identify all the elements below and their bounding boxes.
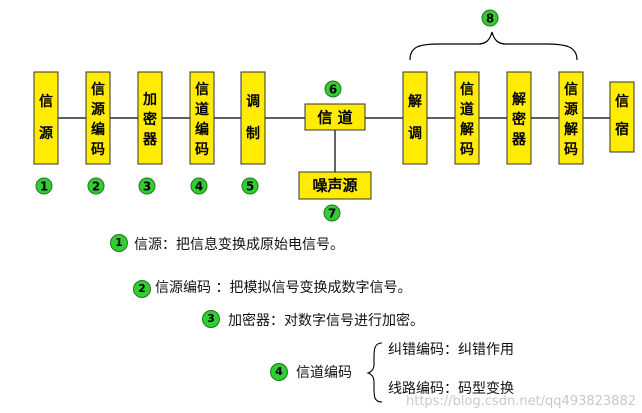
- svg-text:4: 4: [195, 180, 203, 194]
- block-char: 解: [460, 121, 474, 138]
- marker-5: 5: [241, 177, 259, 195]
- description-channel-coding: 信道编码: [296, 365, 352, 381]
- description-line-coding: 线路编码：码型变换: [388, 381, 514, 397]
- block-label: 信 道: [317, 109, 352, 127]
- source-block: 信 源: [33, 71, 59, 165]
- marker-3: 3: [138, 177, 156, 195]
- block-char: 器: [511, 132, 527, 148]
- block-char: 源: [39, 125, 53, 142]
- marker-4: 4: [190, 177, 208, 195]
- svg-text:3: 3: [143, 180, 151, 194]
- block-char: 信: [39, 93, 53, 110]
- block-char: 制: [246, 125, 260, 142]
- block-char: 宿: [615, 121, 629, 138]
- block-char: 码: [91, 142, 105, 158]
- svg-text:8: 8: [486, 12, 494, 26]
- description-error-correction: 纠错编码：纠错作用: [388, 342, 514, 358]
- block-char: 源: [564, 101, 578, 118]
- block-char: 密: [142, 111, 157, 128]
- block-char: 密: [511, 111, 526, 128]
- description-source-coding: 信源编码 ：把模拟信号变换成数字信号。: [155, 280, 412, 296]
- svg-text:5: 5: [246, 180, 254, 194]
- modulation-block: 调 制: [240, 71, 266, 165]
- description-source: 信源：把信息变换成原始电信号。: [134, 237, 344, 253]
- block-char: 编: [195, 121, 209, 138]
- channel-coding-block: 信 道 编 码: [189, 71, 215, 165]
- receiver-brace: [409, 31, 578, 61]
- block-char: 编: [91, 121, 105, 138]
- block-label: 噪声源: [312, 177, 357, 195]
- block-char: 解: [564, 121, 578, 138]
- block-char: 信: [195, 81, 209, 98]
- marker-1: 1: [35, 177, 53, 195]
- source-decoding-block: 信 源 解 码: [558, 71, 584, 165]
- marker-6: 6: [324, 80, 342, 98]
- demodulation-block: 解 调: [402, 71, 428, 165]
- desc-marker-2: 2: [133, 280, 151, 298]
- block-char: 解: [408, 93, 422, 110]
- block-char: 加: [142, 92, 157, 108]
- block-char: 信: [615, 93, 629, 110]
- decryption-block: 解 密 器: [506, 71, 532, 165]
- coding-brace: [366, 342, 383, 403]
- block-char: 码: [195, 142, 209, 158]
- block-char: 信: [460, 81, 474, 98]
- noise-source-block: 噪声源: [298, 171, 372, 200]
- block-char: 调: [246, 94, 260, 110]
- block-char: 码: [564, 142, 578, 158]
- block-char: 解: [512, 91, 526, 108]
- sink-block: 信 宿: [609, 81, 635, 153]
- svg-text:6: 6: [329, 83, 337, 97]
- svg-text:1: 1: [40, 180, 48, 194]
- desc-marker-1: 1: [110, 234, 128, 252]
- block-char: 信: [91, 81, 105, 98]
- marker-2: 2: [87, 177, 105, 195]
- watermark-text: https://blog.csdn.net/qq493823882: [405, 394, 636, 409]
- source-coding-block: 信 源 编 码: [85, 71, 111, 165]
- block-char: 源: [91, 101, 105, 118]
- encryption-block: 加 密 器: [137, 71, 163, 165]
- svg-text:2: 2: [92, 180, 100, 194]
- block-char: 器: [142, 132, 158, 148]
- channel-block: 信 道: [304, 103, 366, 131]
- block-char: 道: [195, 101, 209, 118]
- channel-decoding-block: 信 道 解 码: [454, 71, 480, 165]
- desc-marker-4: 4: [270, 363, 288, 381]
- block-char: 信: [564, 81, 578, 98]
- description-encryption: 加密器：对数字信号进行加密。: [228, 313, 424, 329]
- block-char: 道: [460, 101, 474, 118]
- desc-marker-3: 3: [202, 310, 220, 328]
- marker-7: 7: [323, 204, 341, 222]
- svg-text:7: 7: [328, 207, 336, 221]
- block-char: 码: [460, 142, 474, 158]
- marker-8: 8: [481, 9, 499, 27]
- block-char: 调: [408, 126, 422, 142]
